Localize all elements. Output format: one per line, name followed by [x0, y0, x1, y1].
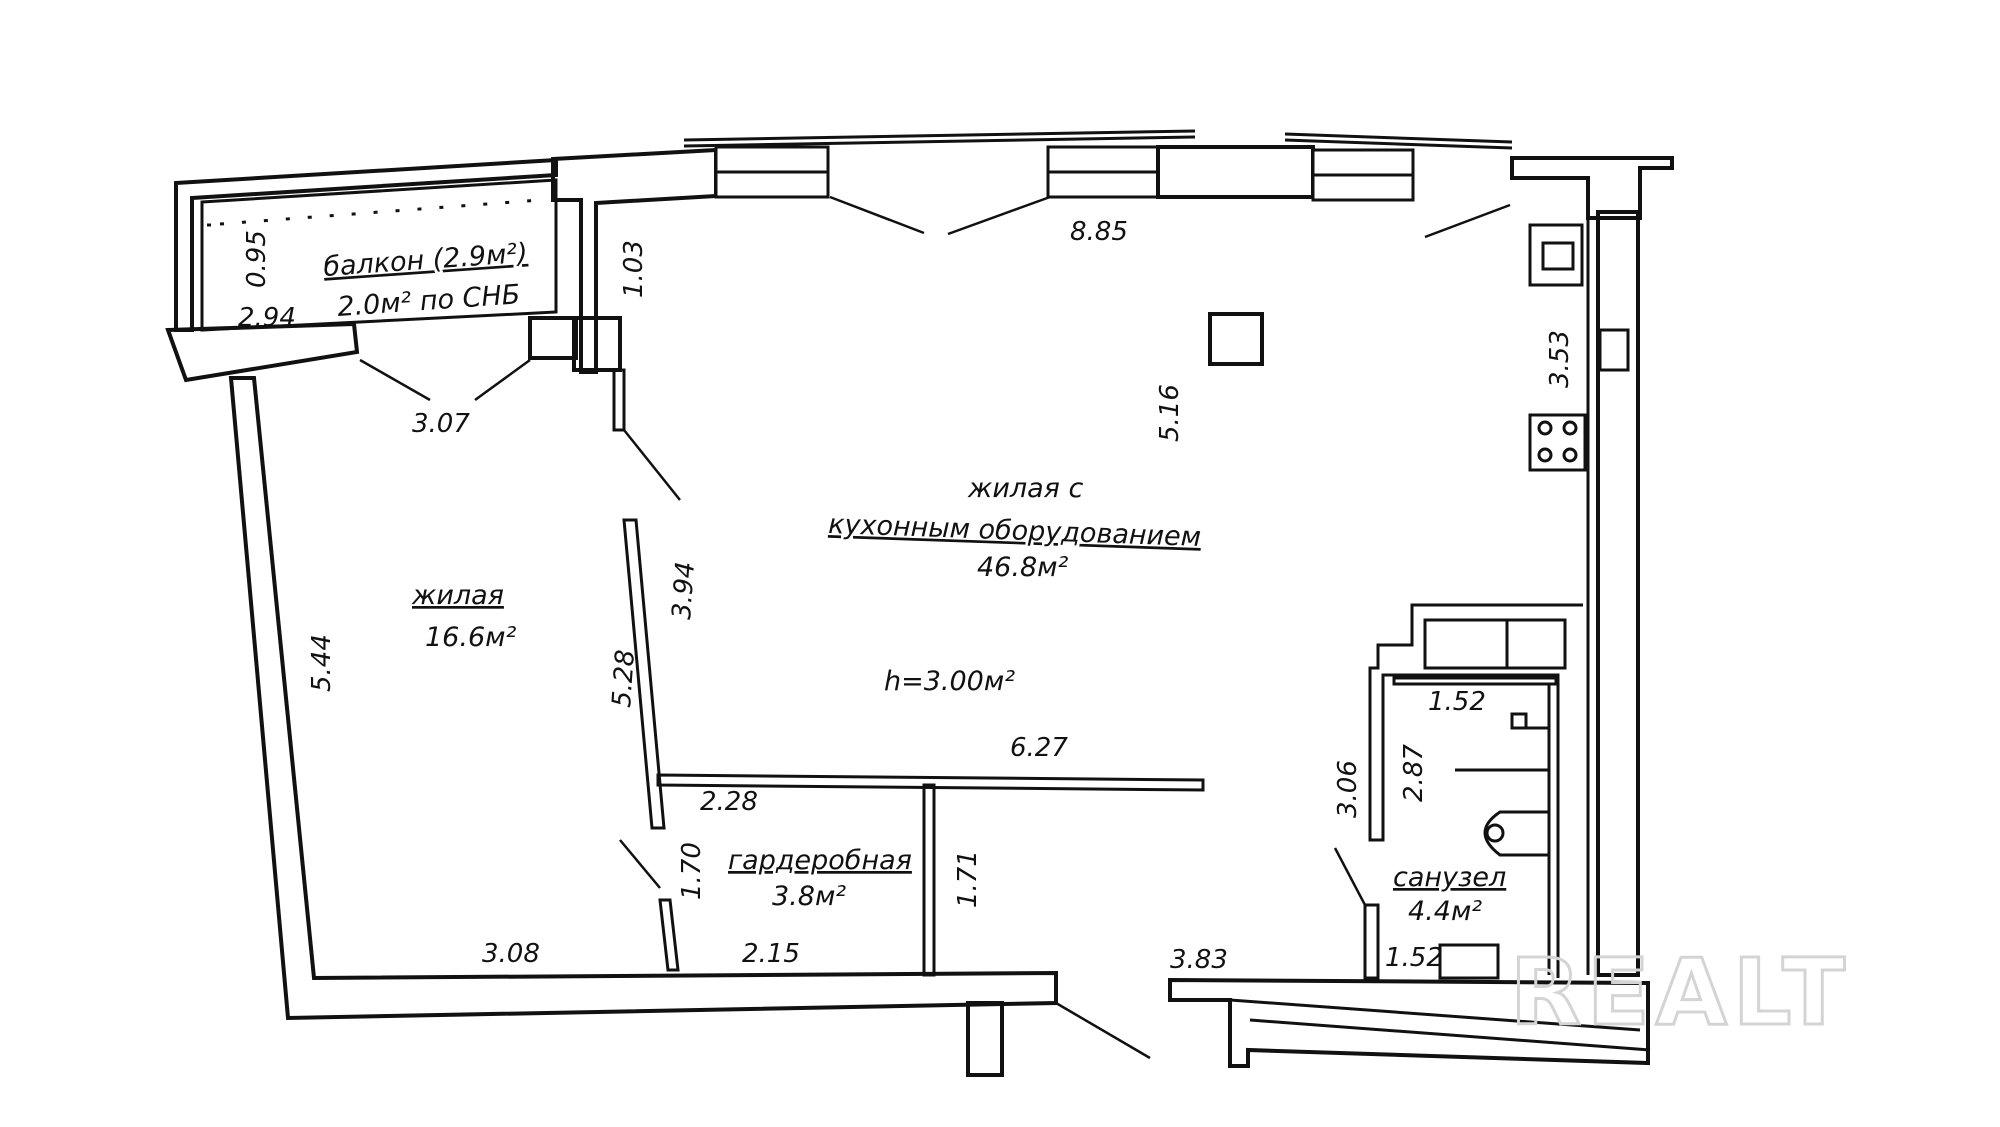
balcony-name: балкон (2.9м²): [322, 238, 528, 283]
living-room-name: жилая: [411, 580, 504, 611]
door-swings: [359, 195, 1511, 1060]
ceiling-height: h=3.00м²: [884, 666, 1015, 697]
dim-1-03: 1.03: [619, 240, 649, 298]
interior-walls: [528, 312, 1264, 977]
dim-0-95: 0.95: [242, 230, 272, 288]
kitchen-living-name-line1: жилая с: [967, 473, 1083, 504]
wardrobe-name: гардеробная: [728, 845, 912, 876]
dim-1-70: 1.70: [677, 842, 707, 900]
dim-3-07: 3.07: [412, 409, 470, 439]
dim-3-08: 3.08: [482, 939, 540, 969]
bathroom-walls: [1363, 603, 1583, 980]
bathroom-name: санузел: [1393, 862, 1506, 893]
dimension-labels: 0.95 2.94 3.07 1.03 8.85 5.16 3.53 3.94 …: [238, 217, 1575, 975]
dim-1-52-top: 1.52: [1428, 687, 1486, 717]
dim-2-94: 2.94: [238, 303, 296, 333]
watermark-logo: REALT: [1510, 939, 1851, 1046]
sink-icon: [1528, 223, 1584, 287]
wardrobe-area: 3.8м²: [772, 881, 846, 912]
dim-2-15: 2.15: [742, 939, 800, 969]
sink-icon: [1438, 943, 1500, 980]
top-windows: [683, 129, 1513, 202]
kitchen-living-area: 46.8м²: [977, 552, 1068, 583]
kitchen-fixtures: [1528, 223, 1630, 472]
dim-3-53: 3.53: [1545, 330, 1575, 388]
dim-3-94: 3.94: [667, 561, 701, 621]
dim-2-28: 2.28: [700, 787, 758, 817]
kitchen-living-name-line2: кухонным оборудованием: [828, 509, 1202, 553]
stove-icon: [1528, 413, 1587, 472]
dim-5-44: 5.44: [307, 634, 337, 692]
bathroom-area: 4.4м²: [1408, 896, 1482, 927]
dim-5-16: 5.16: [1155, 384, 1185, 442]
dim-6-27: 6.27: [1010, 733, 1068, 763]
dim-1-52-bottom: 1.52: [1385, 943, 1443, 973]
living-room-area: 16.6м²: [425, 622, 516, 653]
dim-3-83: 3.83: [1170, 945, 1228, 975]
dim-8-85: 8.85: [1070, 217, 1128, 247]
toilet-icon: [1483, 810, 1549, 857]
room-labels: балкон (2.9м²) 2.0м² по СНБ жилая 16.6м²…: [322, 238, 1506, 927]
dim-2-87: 2.87: [1399, 744, 1429, 802]
dim-5-28: 5.28: [607, 649, 641, 709]
dim-1-71: 1.71: [953, 850, 983, 908]
dim-3-06: 3.06: [1333, 760, 1363, 818]
